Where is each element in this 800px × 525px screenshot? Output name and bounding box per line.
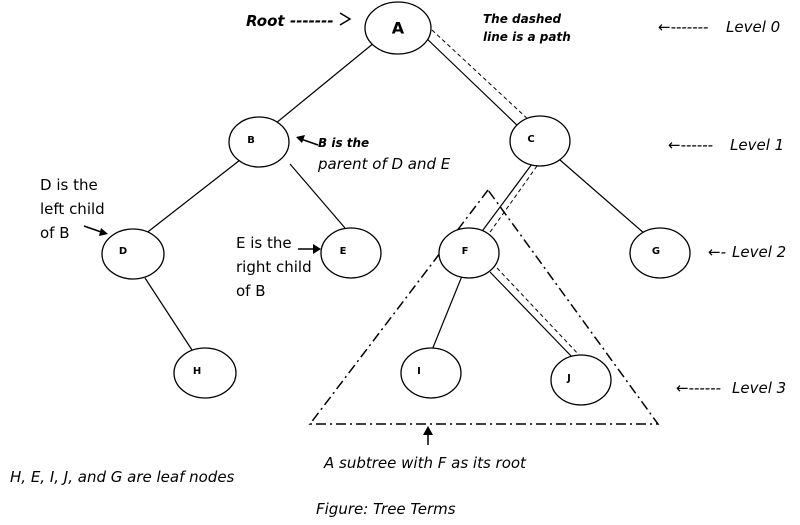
node-b [228,116,290,168]
level-1-arrow: ←------ [668,136,713,154]
node-g [629,227,691,279]
edge-a-c [423,35,521,129]
node-f-label: F [462,246,469,257]
dashed-path-f-j [496,267,581,357]
node-d-label: D [119,246,127,257]
figure-caption: Figure: Tree Terms [316,500,456,518]
d-left-line-2: left child [40,200,105,218]
root-arrow-dashes: ------- [290,12,334,30]
level-2-arrow: ←- [708,243,726,261]
node-d [101,228,165,280]
node-c-label: C [527,134,534,145]
dashed-path-c-f [487,165,538,236]
root-arrow-icon [339,12,352,26]
d-left-arrowhead-icon [99,228,108,236]
node-b-label: B [247,135,255,146]
edge-c-f [479,163,533,235]
node-j [550,354,612,406]
node-a [364,1,432,55]
level-2-label: Level 2 [732,243,786,261]
subtree-triangle [308,188,660,425]
edge-b-e [289,163,346,229]
edge-a-b [269,37,381,129]
d-left-line-3: of B [40,224,70,242]
level-3-arrow: ←------ [676,379,721,397]
dashed-path-a-c [431,29,532,123]
b-parent-line-2: parent of D and E [317,155,451,173]
e-right-line-2: right child [236,258,312,276]
b-parent-arrowhead-icon [296,135,305,143]
dashed-note-line-2: line is a path [483,30,571,44]
root-label: Root [246,12,285,30]
level-1-label: Level 1 [730,136,784,154]
leaf-nodes-caption: H, E, I, J, and G are leaf nodes [10,468,235,486]
d-left-line-1: D is the [40,176,98,194]
level-0-label: Level 0 [726,18,780,36]
node-c [509,115,571,167]
node-i-label: I [417,366,421,377]
node-g-label: G [652,246,660,257]
edge-f-j [489,271,574,359]
edge-d-h [144,277,193,351]
b-parent-line-1: B is the [318,136,369,150]
node-j-label: J [566,373,571,384]
node-h-label: H [193,366,201,377]
node-h [173,347,237,399]
e-right-arrowhead-icon [313,244,321,254]
dashed-note-line-1: The dashed [483,12,562,26]
e-right-line-1: E is the [236,234,292,252]
edge-f-i [431,275,463,351]
level-0-arrow: ←------- [658,18,708,36]
subtree-caption: A subtree with F as its root [323,454,527,472]
node-i [400,347,462,399]
node-e [320,227,382,279]
edge-c-g [559,159,646,235]
subtree-arrowhead-icon [423,426,433,435]
edge-b-d [139,159,241,239]
node-a-label: A [392,19,405,38]
level-3-label: Level 3 [732,379,786,397]
node-e-label: E [340,246,347,257]
node-f [438,227,500,279]
e-right-line-3: of B [236,282,266,300]
